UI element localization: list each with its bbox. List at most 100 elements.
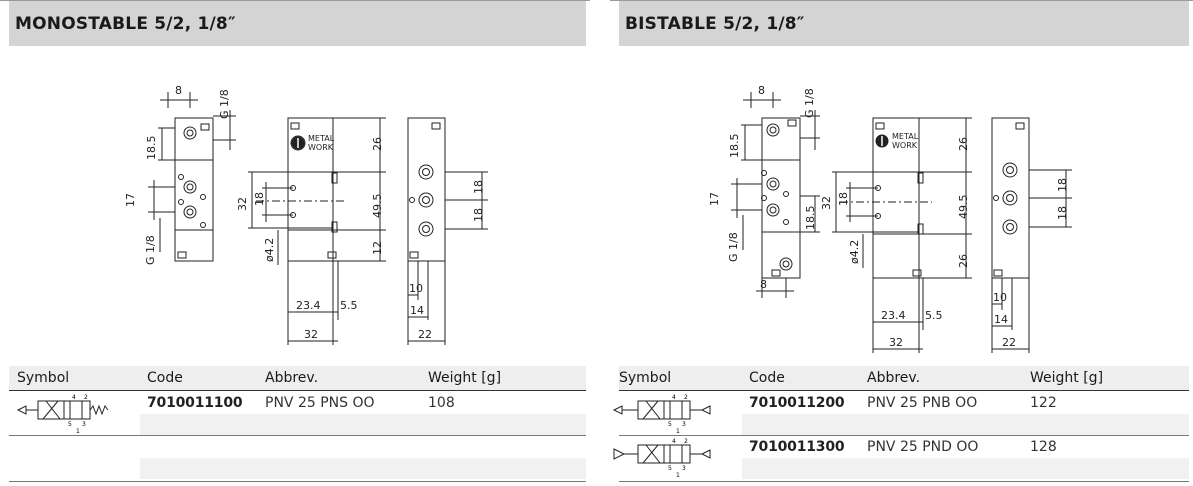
port-2: 2: [684, 438, 688, 445]
dim-18-5: 18.5: [145, 136, 158, 161]
dim-23-4: 23.4: [881, 309, 906, 322]
dim-49-5: 49.5: [957, 195, 970, 220]
dim-5-5: 5.5: [340, 299, 358, 312]
port-1: 1: [676, 428, 680, 435]
dim-12: 12: [371, 241, 384, 255]
table-header: Symbol Code Abbrev. Weight [g]: [9, 366, 586, 390]
dim-18: 18: [253, 192, 266, 206]
dim-49-5: 49.5: [371, 194, 384, 219]
row-rule: [619, 435, 1189, 436]
header-code: Code: [749, 370, 785, 386]
row-weight: 108: [428, 395, 455, 411]
port-5: 5: [68, 421, 72, 428]
row-rule: [9, 481, 586, 482]
port-2: 2: [84, 394, 88, 401]
row-rule: [9, 435, 586, 436]
dim-14: 14: [410, 304, 424, 317]
row-weight: 122: [1030, 395, 1057, 411]
row-abbrev: PNV 25 PND OO: [867, 439, 979, 455]
dim-14: 14: [994, 313, 1008, 326]
dim-22: 22: [418, 328, 432, 341]
dim-18-side-top: 18: [1056, 178, 1069, 192]
dim-26-top: 26: [957, 137, 970, 151]
header-rule: [619, 390, 1189, 391]
dim-18-side-bottom: 18: [1056, 206, 1069, 220]
monostable-technical-drawing: METAL WORK 8 G 1/8 18.5 17 G 1/8 32 18 ø…: [124, 84, 488, 345]
dim-g18-top: G 1/8: [803, 88, 816, 118]
top-rule: [0, 0, 590, 1]
dim-8-top: 8: [758, 84, 765, 97]
header-weight: Weight [g]: [1030, 370, 1104, 386]
header-rule: [9, 390, 586, 391]
header-abbrev: Abbrev.: [867, 370, 921, 386]
logo-text-top: METAL: [892, 132, 919, 141]
dim-17: 17: [124, 193, 137, 207]
dim-18: 18: [837, 192, 850, 206]
port-4: 4: [672, 394, 676, 401]
port-5: 5: [668, 465, 672, 472]
dim-23-4: 23.4: [296, 299, 321, 312]
dim-8-bottom: 8: [760, 278, 767, 291]
section-title: BISTABLE 5/2, 1/8″: [625, 14, 805, 34]
row-abbrev: PNV 25 PNB OO: [867, 395, 978, 411]
row-abbrev: PNV 25 PNS OO: [265, 395, 375, 411]
header-symbol: Symbol: [17, 370, 70, 386]
header-code: Code: [147, 370, 183, 386]
row-band: [742, 414, 1189, 435]
dim-dia-4-2: ø4.2: [263, 238, 276, 262]
dim-32: 32: [236, 197, 249, 211]
port-5: 5: [668, 421, 672, 428]
dim-18-5-bottom: 18.5: [804, 206, 817, 231]
logo-text-bottom: WORK: [308, 143, 334, 152]
row-code: 7010011300: [749, 439, 845, 455]
dim-26-bottom: 26: [957, 254, 970, 268]
row-band: [742, 458, 1189, 479]
port-1: 1: [76, 428, 80, 435]
row-band: [140, 414, 586, 435]
row-code: 7010011200: [749, 395, 845, 411]
section-title: MONOSTABLE 5/2, 1/8″: [15, 14, 236, 34]
dim-18-5-top: 18.5: [728, 134, 741, 159]
monostable-panel: MONOSTABLE 5/2, 1/8″: [0, 0, 590, 486]
port-2: 2: [684, 394, 688, 401]
dim-8: 8: [175, 84, 182, 97]
dim-10: 10: [993, 291, 1007, 304]
metal-work-logo: [291, 136, 305, 150]
section-header: BISTABLE 5/2, 1/8″: [619, 1, 1189, 46]
dim-18-side-top: 18: [472, 180, 485, 194]
dim-dia-4-2: ø4.2: [848, 240, 861, 264]
logo-text-top: METAL: [308, 134, 335, 143]
dim-g18-top: G 1/8: [218, 89, 231, 119]
dim-17: 17: [708, 192, 721, 206]
dim-26: 26: [371, 137, 384, 151]
row-rule: [619, 481, 1189, 482]
dim-22: 22: [1002, 336, 1016, 349]
dim-32-width: 32: [304, 328, 318, 341]
row-code: 7010011100: [147, 395, 243, 411]
port-1: 1: [676, 472, 680, 479]
dim-g18-bottom: G 1/8: [727, 232, 740, 262]
row-band: [140, 458, 586, 479]
port-4: 4: [72, 394, 76, 401]
bistable-panel: BISTABLE 5/2, 1/8″: [610, 0, 1193, 486]
top-rule: [610, 0, 1193, 1]
dim-5-5: 5.5: [925, 309, 943, 322]
port-3: 3: [82, 421, 86, 428]
table-header: Symbol Code Abbrev. Weight [g]: [619, 366, 1189, 390]
metal-work-logo: [875, 134, 889, 148]
port-3: 3: [682, 421, 686, 428]
header-weight: Weight [g]: [428, 370, 502, 386]
header-symbol: Symbol: [619, 370, 672, 386]
dim-32-width: 32: [889, 336, 903, 349]
dim-18-side-bottom: 18: [472, 208, 485, 222]
dim-g18-bottom: G 1/8: [144, 235, 157, 265]
row-weight: 128: [1030, 439, 1057, 455]
bistable-technical-drawing: METAL WORK 8 G 1/8 18.5 17 G 1/8 18.5 8 …: [708, 84, 1072, 353]
port-4: 4: [672, 438, 676, 445]
bistable-pnd-valve-symbol-icon: 4 2 5 3 1: [613, 438, 711, 479]
monostable-valve-symbol-icon: 4 2 5 3 1: [16, 394, 109, 435]
port-3: 3: [682, 465, 686, 472]
section-header: MONOSTABLE 5/2, 1/8″: [9, 1, 586, 46]
dim-32: 32: [820, 196, 833, 210]
header-abbrev: Abbrev.: [265, 370, 319, 386]
